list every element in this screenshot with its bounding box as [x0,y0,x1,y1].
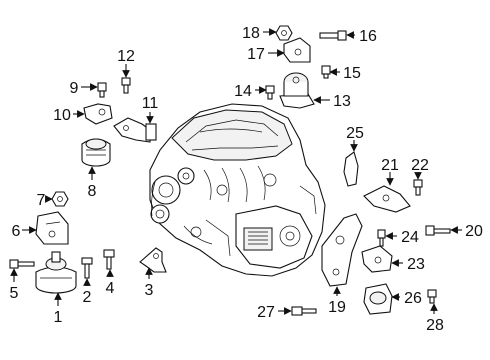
callout-17: 17 [247,46,265,63]
callout-9: 9 [70,80,79,97]
callout-21: 21 [381,157,399,174]
part-24-bolt [377,229,386,247]
part-10-bracket [83,103,113,125]
engine-assembly-illustration [149,103,326,277]
callout-6: 6 [12,223,21,240]
callout-12: 12 [117,48,135,65]
callout-18: 18 [242,25,260,42]
callout-13: 13 [333,93,351,110]
part-22-bolt [413,179,423,196]
callout-16: 16 [359,28,377,45]
callout-labels: 1 2 3 4 5 6 7 8 9 10 11 12 13 14 15 16 1… [10,25,483,334]
part-1-engine-mount [35,251,77,294]
callout-2: 2 [83,289,92,306]
part-19-transmission-bracket [321,213,363,287]
part-11-bracket-arm [113,117,157,143]
callout-1: 1 [54,309,63,326]
part-26-transmission-mount [363,283,393,315]
part-2-bolt [81,257,93,279]
callout-25: 25 [346,125,364,142]
part-6-mount-bracket [35,211,69,245]
part-3-bracket [139,247,167,273]
callout-26: 26 [404,290,422,307]
callout-5: 5 [10,285,19,302]
part-5-long-bolt [9,259,35,269]
part-12-bolt [121,77,131,94]
callout-8: 8 [88,183,97,200]
part-17-bracket [283,37,311,63]
part-9-bolt [97,82,107,98]
leader-lines [10,28,462,315]
part-14-bolt [265,85,275,100]
part-15-bolt [321,65,331,79]
part-13-upper-mount [279,72,315,109]
callout-20: 20 [465,223,483,240]
callout-22: 22 [411,157,429,174]
callout-10: 10 [53,107,71,124]
part-23-bracket [361,245,393,273]
callout-15: 15 [343,65,361,82]
callout-7: 7 [37,192,46,209]
part-21-bracket [363,185,411,213]
callout-14: 14 [234,83,252,100]
part-20-long-bolt [425,225,451,236]
callout-23: 23 [407,256,425,273]
part-18-nut [275,25,293,41]
part-25-bracket [343,151,359,187]
part-28-bolt [427,289,437,304]
part-16-long-bolt [319,30,347,41]
callout-24: 24 [401,229,419,246]
part-8-engine-mount [81,138,111,167]
part-7-nut [51,191,69,207]
part-4-bolt [103,249,115,270]
part-27-long-bolt [291,306,317,316]
callout-27: 27 [257,304,275,321]
callout-3: 3 [145,282,154,299]
callout-4: 4 [106,280,115,297]
callout-19: 19 [328,299,346,316]
callout-28: 28 [426,317,444,334]
callout-11: 11 [142,95,159,112]
